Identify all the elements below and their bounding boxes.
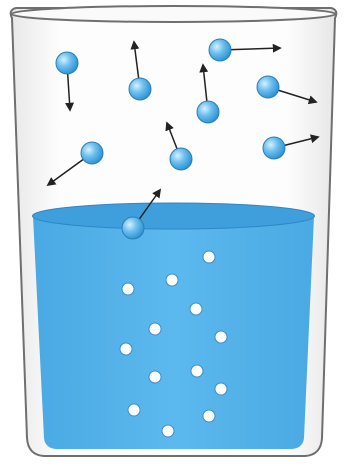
vapor-molecules [55,38,286,240]
dissolved-particle [214,382,228,396]
dissolved-particle [202,409,216,423]
vapor-molecule [262,136,286,160]
vapor-molecule [128,77,152,101]
dissolved-particle [148,370,162,384]
dissolved-particle [127,403,141,417]
vapor-molecule [196,100,220,124]
dissolved-particles [119,250,228,438]
dissolved-particle [148,322,162,336]
liquid-surface [32,202,315,230]
dissolved-particle [121,282,135,296]
dissolved-particle [165,273,179,287]
dissolved-particle [202,250,216,264]
vapor-molecule [169,147,193,171]
dissolved-particle [161,424,175,438]
dissolved-particle [214,330,228,344]
vapor-molecule [256,75,280,99]
vapor-molecule [208,38,232,62]
liquid-body [33,216,314,449]
dissolved-particle [119,342,133,356]
vapor-molecule [55,51,79,75]
escaping-molecule [121,216,145,240]
vapor-molecule [80,141,104,165]
dissolved-particle [189,302,203,316]
dissolved-particle [190,364,204,378]
beaker-rim [10,5,337,23]
